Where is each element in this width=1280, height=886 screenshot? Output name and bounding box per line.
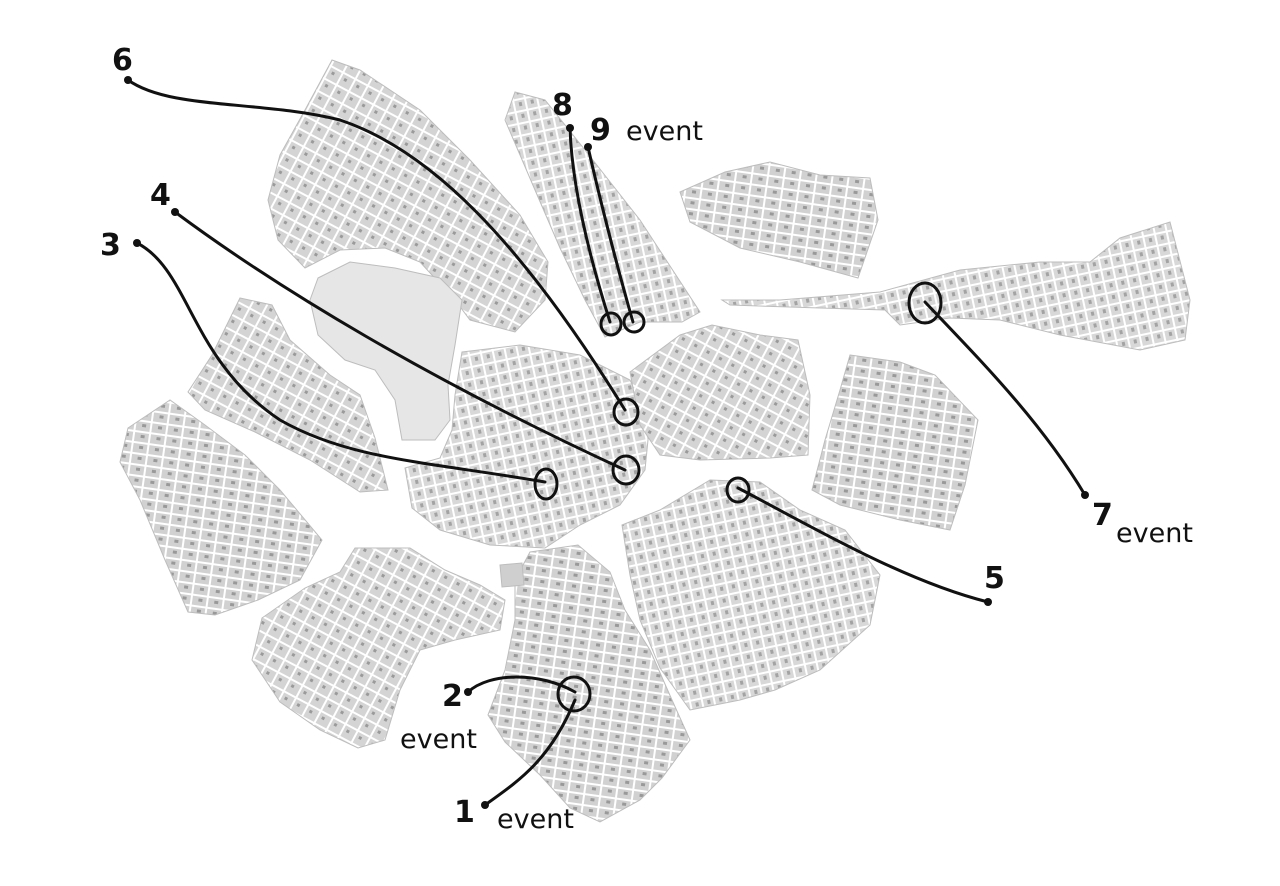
map-fragment-park [309, 261, 463, 441]
marker-event-9: event [626, 116, 703, 147]
map-fragment-east-block [811, 354, 979, 531]
connector-line-9 [586, 145, 635, 324]
map-fragment-east-strip [720, 221, 1191, 351]
connector-line-3 [135, 241, 547, 484]
dot-9 [584, 143, 592, 151]
connector-line-7 [923, 300, 1087, 497]
annotation-lines [126, 78, 1087, 807]
map-fragment-center-east [629, 324, 811, 461]
location-circle-2 [556, 675, 592, 713]
dot-6 [124, 76, 132, 84]
dot-1 [481, 801, 489, 809]
location-circle-6 [612, 397, 640, 427]
marker-event-1: event [497, 804, 574, 835]
location-circle-4 [611, 454, 641, 486]
map-fragment-south [487, 544, 691, 823]
marker-number-3: 3 [100, 228, 121, 263]
marker-number-1: 1 [454, 795, 475, 830]
marker-number-8: 8 [552, 88, 573, 123]
location-circle-7 [907, 281, 943, 325]
dot-2 [464, 688, 472, 696]
circled-locations [533, 281, 943, 713]
marker-number-2: 2 [442, 679, 463, 714]
connector-line-4 [173, 210, 627, 472]
marker-event-2: event [400, 724, 477, 755]
connector-line-1 [483, 698, 577, 807]
map-fragment-center [404, 344, 651, 549]
marker-event-7: event [1116, 518, 1193, 549]
marker-number-9: 9 [590, 113, 611, 148]
annotation-dots [124, 76, 1089, 809]
location-circle-5 [725, 476, 751, 504]
map-fragment-north-east [679, 161, 879, 279]
map-fragment-small-block [499, 562, 525, 588]
dot-4 [171, 208, 179, 216]
location-circle-9 [622, 310, 646, 334]
connector-line-2 [466, 675, 577, 694]
map-fragment-south-west [251, 547, 506, 749]
annotation-labels: 6 4 3 8 9 event 7 event 5 2 event 1 even… [100, 43, 1193, 835]
dot-8 [566, 124, 574, 132]
connector-line-5 [736, 486, 990, 604]
dot-7 [1081, 491, 1089, 499]
marker-number-4: 4 [150, 178, 171, 213]
map-fragments [119, 59, 1191, 823]
marker-number-5: 5 [984, 561, 1005, 596]
marker-number-7: 7 [1092, 498, 1113, 533]
connector-line-6 [126, 78, 627, 412]
connector-line-8 [568, 126, 612, 324]
dot-5 [984, 598, 992, 606]
location-circle-3 [533, 467, 559, 501]
map-fragment-south-east [621, 479, 881, 711]
location-circle-8 [599, 311, 623, 337]
map-fragment-far-west [119, 399, 323, 616]
dot-3 [133, 239, 141, 247]
map-fragment-north-strip [504, 91, 701, 338]
marker-number-6: 6 [112, 43, 133, 78]
